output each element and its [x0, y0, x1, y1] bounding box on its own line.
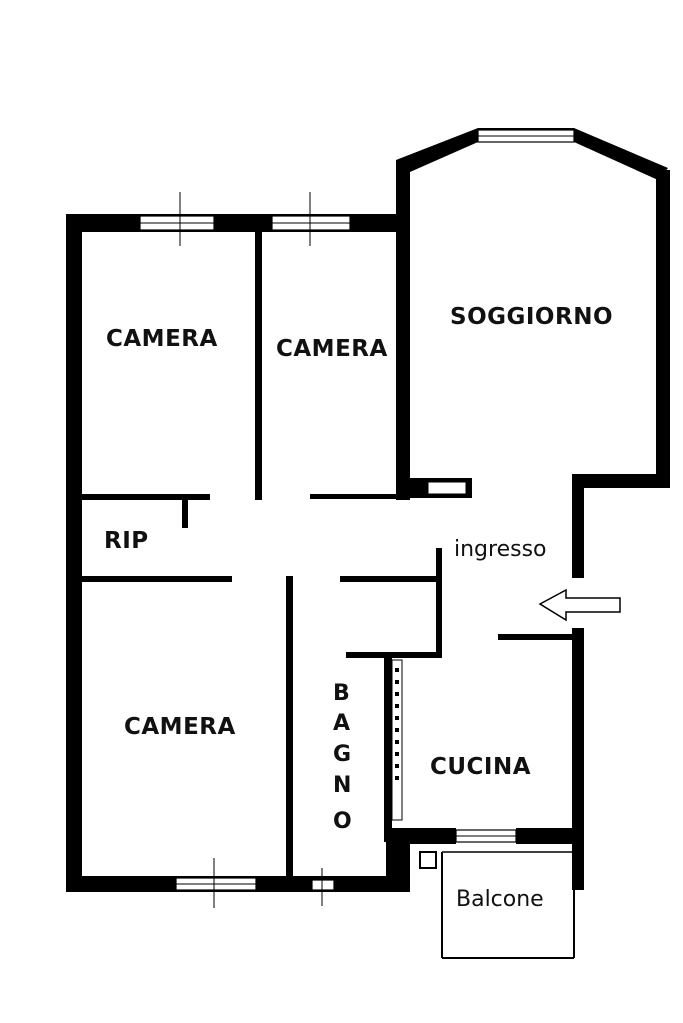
- bagno-letter: N: [333, 773, 351, 798]
- bagno-letter: A: [333, 711, 350, 736]
- room-label-rip: RIP: [104, 528, 149, 554]
- sliding-door-dotted: [391, 659, 403, 821]
- bagno-letter: B: [333, 681, 350, 706]
- interior-walls: [80, 228, 584, 880]
- room-label-bagno: B A G N O: [333, 681, 352, 834]
- room-label-camera-top-left: CAMERA: [106, 326, 218, 352]
- room-label-ingresso: ingresso: [454, 537, 547, 562]
- bagno-letter: O: [333, 809, 352, 834]
- balcone-outline: [441, 851, 584, 959]
- utility-box: [419, 851, 437, 869]
- room-label-camera-bottom: CAMERA: [124, 714, 236, 740]
- room-label-cucina: CUCINA: [430, 754, 531, 780]
- room-label-camera-top-middle: CAMERA: [276, 336, 388, 362]
- arrow-left-icon: [538, 588, 621, 622]
- room-label-soggiorno: SOGGIORNO: [450, 304, 613, 330]
- outer-walls: [66, 128, 670, 892]
- room-label-balcone: Balcone: [456, 887, 544, 912]
- windows: [139, 129, 575, 908]
- bagno-letter: G: [333, 742, 351, 767]
